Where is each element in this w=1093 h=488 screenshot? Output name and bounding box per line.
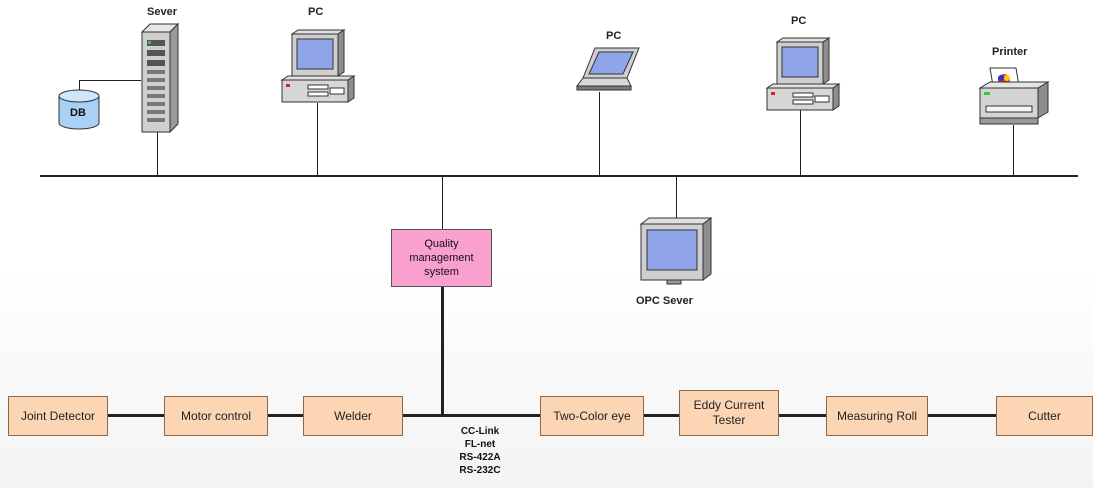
bus-protocol: FL-net [464, 439, 496, 450]
ethernet-backbone [40, 175, 1078, 177]
database-icon [58, 89, 100, 130]
bus-protocol: RS-232C [459, 465, 501, 476]
db-server-line [79, 80, 141, 81]
process-two-color-eye: Two-Color eye [540, 396, 644, 436]
qms-downlink-line [441, 287, 444, 415]
qms-uplink-line [442, 176, 443, 229]
server-icon [140, 22, 180, 134]
bus-protocol: CC-Link [460, 426, 500, 437]
process-motor-control: Motor control [164, 396, 268, 436]
db-server-line-vertical [79, 80, 80, 92]
printer-label: Printer [992, 46, 1028, 58]
opc-uplink-line [676, 176, 677, 220]
opc-server-label: OPC Sever [636, 295, 693, 307]
pc2-drop-line [800, 110, 801, 176]
opc-server-monitor-icon [639, 217, 713, 285]
db-label: DB [70, 107, 86, 119]
pc1-drop-line [317, 103, 318, 176]
process-eddy-current-tester: Eddy Current Tester [679, 390, 779, 436]
process-measuring-roll: Measuring Roll [826, 396, 928, 436]
process-joint-detector: Joint Detector [8, 396, 108, 436]
pc1-label: PC [308, 6, 324, 18]
server-label: Sever [147, 6, 177, 18]
quality-management-system-box: Quality management system [391, 229, 492, 287]
laptop-icon [576, 47, 640, 91]
server-drop-line [157, 130, 158, 176]
desktop-pc-icon [280, 29, 356, 103]
pc2-label: PC [791, 15, 807, 27]
bus-protocol-list: CC-Link FL-net RS-422A RS-232C [445, 425, 515, 477]
process-cutter: Cutter [996, 396, 1093, 436]
process-welder: Welder [303, 396, 403, 436]
bus-protocol: RS-422A [459, 452, 501, 463]
laptop-label: PC [606, 30, 622, 42]
printer-icon [978, 67, 1050, 125]
printer-drop-line [1013, 125, 1014, 176]
qms-label: Quality management system [409, 238, 474, 278]
laptop-drop-line [599, 92, 600, 176]
desktop-pc-icon [765, 37, 841, 111]
